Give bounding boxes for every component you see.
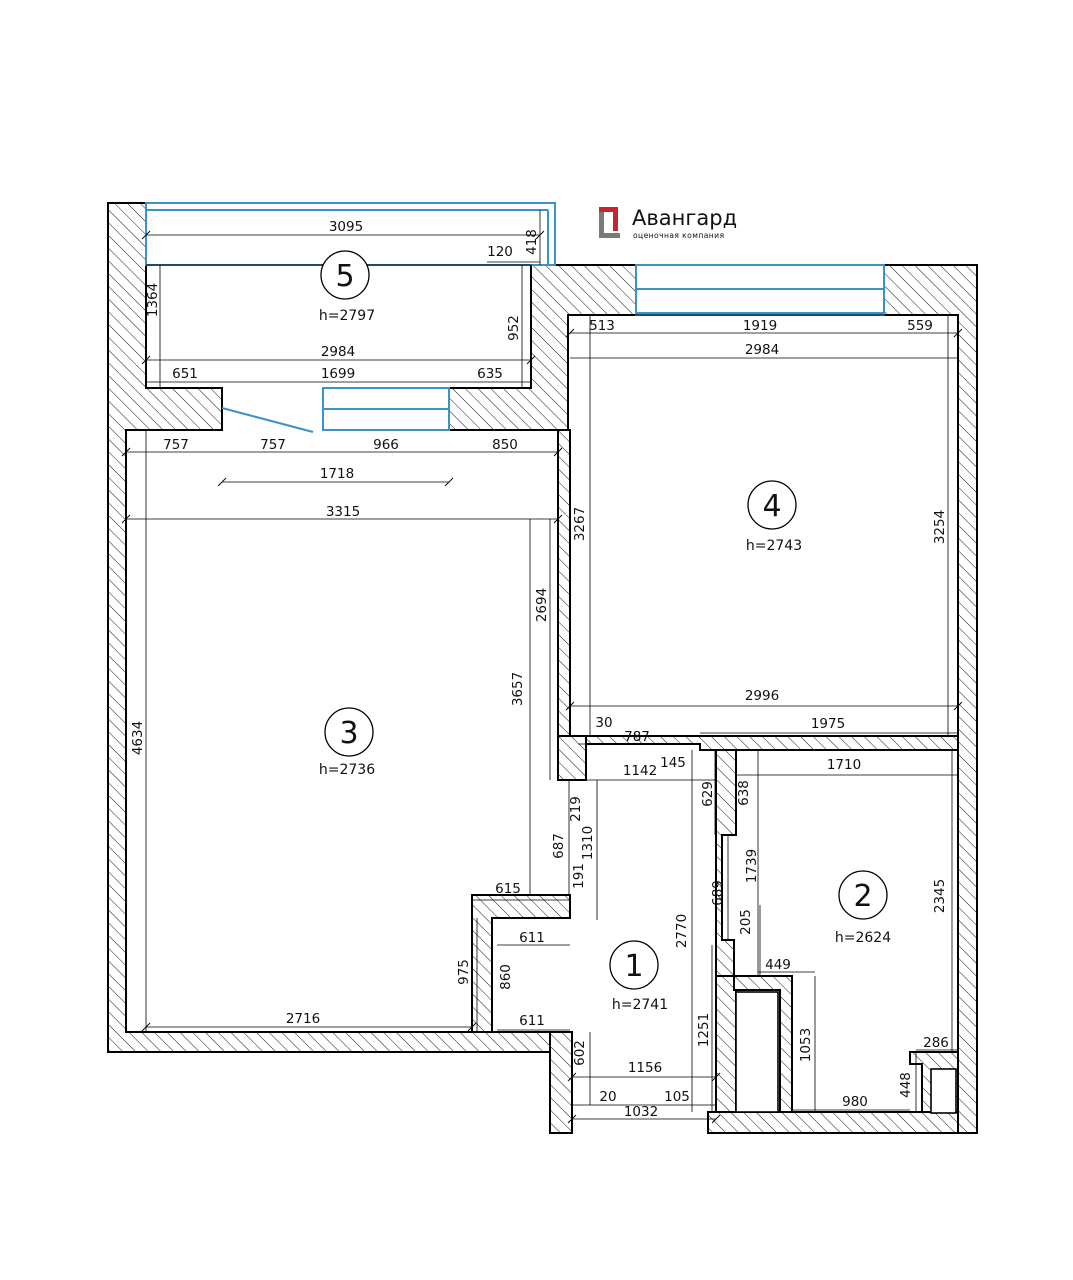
dim-text: 850 bbox=[492, 437, 518, 453]
dim-text: 191 bbox=[571, 863, 587, 889]
logo-subtitle: оценочная компания bbox=[633, 231, 724, 240]
dim-text: 559 bbox=[907, 318, 933, 334]
dim-text: 2694 bbox=[534, 588, 550, 622]
wall-partition-1-2 bbox=[715, 749, 737, 977]
dim-text: 1739 bbox=[744, 849, 760, 883]
room-number: 1 bbox=[624, 949, 643, 984]
dim-text: 20 bbox=[599, 1089, 616, 1105]
wall-bath-niche bbox=[733, 975, 793, 1113]
wall-bottom-center bbox=[549, 1031, 573, 1134]
dim-text: 635 bbox=[477, 366, 503, 382]
dim-text: 1919 bbox=[743, 318, 777, 334]
dim-text: 2984 bbox=[321, 344, 355, 360]
dim-text: 2345 bbox=[932, 879, 948, 913]
dim-text: 205 bbox=[738, 909, 754, 935]
dim-text: 629 bbox=[700, 781, 716, 807]
dim-text: 1053 bbox=[798, 1028, 814, 1062]
dim-text: 3267 bbox=[572, 507, 588, 541]
dim-text: 1718 bbox=[320, 466, 354, 482]
dim-text: 2996 bbox=[745, 688, 779, 704]
door-swing-line bbox=[221, 407, 314, 433]
dim-text: 687 bbox=[551, 833, 567, 859]
room-label-4: 4 h=2743 bbox=[746, 480, 802, 554]
dim-text: 757 bbox=[260, 437, 286, 453]
logo-mark-icon bbox=[599, 207, 620, 238]
wall-right-top bbox=[883, 264, 978, 1134]
room-number: 4 bbox=[762, 489, 781, 524]
dim-text: 1364 bbox=[145, 283, 161, 317]
room-number: 2 bbox=[853, 879, 872, 914]
dim-text: 1975 bbox=[811, 716, 845, 732]
dim-text: 860 bbox=[498, 964, 514, 990]
bath-small-fixture bbox=[930, 1068, 957, 1114]
dimension-lines bbox=[126, 210, 958, 1120]
dim-text: 2716 bbox=[286, 1011, 320, 1027]
logo-name: Авангард bbox=[632, 206, 737, 230]
dimension-texts: 3095 120 418 1364 952 2984 651 1699 635 … bbox=[130, 219, 949, 1120]
wall-middle-upper bbox=[448, 264, 637, 431]
room-height: h=2797 bbox=[319, 308, 375, 324]
room-label-3: 3 h=2736 bbox=[319, 707, 375, 778]
dim-text: 615 bbox=[495, 881, 521, 897]
dim-text: 651 bbox=[172, 366, 198, 382]
dim-text: 3315 bbox=[326, 504, 360, 520]
wall-room3-jog bbox=[471, 894, 571, 1033]
dim-text: 4634 bbox=[130, 721, 146, 755]
room-number: 3 bbox=[339, 716, 358, 751]
dim-text: 2770 bbox=[674, 914, 690, 948]
dim-text: 30 bbox=[595, 715, 612, 731]
dim-text: 1142 bbox=[623, 763, 657, 779]
dim-text: 638 bbox=[736, 780, 752, 806]
room-height: h=2736 bbox=[319, 762, 375, 778]
dim-text: 286 bbox=[923, 1035, 949, 1051]
room-label-2: 2 h=2624 bbox=[835, 870, 891, 946]
bath-fixture-box bbox=[735, 991, 779, 1113]
dim-text: 1310 bbox=[580, 826, 596, 860]
dim-text: 3254 bbox=[932, 510, 948, 544]
room-height: h=2743 bbox=[746, 538, 802, 554]
dim-text: 219 bbox=[568, 796, 584, 822]
dim-text: 952 bbox=[506, 315, 522, 341]
dim-text: 3095 bbox=[329, 219, 363, 235]
dim-text: 1710 bbox=[827, 757, 861, 773]
wall-left-outer bbox=[107, 202, 551, 1053]
dim-text: 105 bbox=[664, 1089, 690, 1105]
dim-text: 449 bbox=[765, 957, 791, 973]
wall-stub-hall-top bbox=[557, 735, 587, 781]
dim-text: 611 bbox=[519, 930, 545, 946]
walls bbox=[107, 202, 978, 1134]
dim-text: 1699 bbox=[321, 366, 355, 382]
dim-text: 689 bbox=[710, 880, 726, 906]
dim-text: 2984 bbox=[745, 342, 779, 358]
dim-text: 3657 bbox=[510, 672, 526, 706]
dim-text: 513 bbox=[589, 318, 615, 334]
room-labels: 5 h=2797 4 h=2743 3 h=2736 2 h=2624 1 h=… bbox=[319, 250, 891, 1013]
dimension-ticks bbox=[121, 230, 963, 1124]
dim-text: 966 bbox=[373, 437, 399, 453]
dim-text: 1251 bbox=[696, 1013, 712, 1047]
wall-partition-3-4 bbox=[557, 429, 571, 781]
dim-text: 145 bbox=[660, 755, 686, 771]
room-number: 5 bbox=[335, 259, 354, 294]
dim-text: 602 bbox=[572, 1040, 588, 1066]
room-contours bbox=[146, 264, 958, 751]
dim-text: 448 bbox=[898, 1072, 914, 1098]
wall-partition-bath-lower bbox=[715, 975, 737, 1113]
room-height: h=2624 bbox=[835, 930, 891, 946]
dim-text: 787 bbox=[624, 729, 650, 745]
room-height: h=2741 bbox=[612, 997, 668, 1013]
dim-text: 1032 bbox=[624, 1104, 658, 1120]
dim-text: 980 bbox=[842, 1094, 868, 1110]
logo: Авангард оценочная компания bbox=[599, 206, 737, 240]
dim-text: 418 bbox=[524, 229, 540, 255]
room-label-1: 1 h=2741 bbox=[609, 940, 668, 1013]
dim-text: 1156 bbox=[628, 1060, 662, 1076]
wall-bottom-right bbox=[707, 1111, 959, 1134]
dim-text: 611 bbox=[519, 1013, 545, 1029]
dim-text: 975 bbox=[456, 959, 472, 985]
dim-text: 757 bbox=[163, 437, 189, 453]
dim-text: 120 bbox=[487, 244, 513, 260]
room-label-5: 5 h=2797 bbox=[319, 250, 375, 324]
